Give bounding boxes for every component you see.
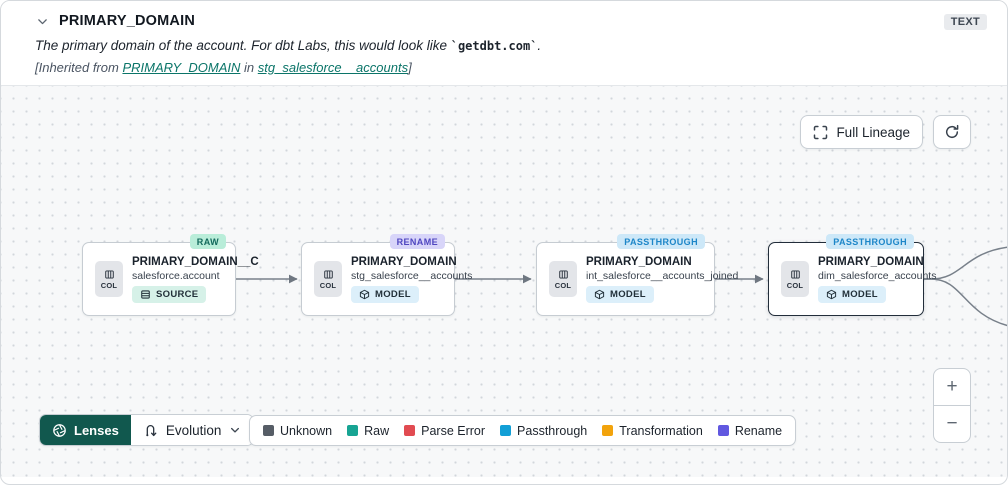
lineage-node-source[interactable]: RAW COL PRIMARY_DOMAIN__C salesforce.acc… bbox=[82, 234, 259, 316]
resource-tag: MODEL bbox=[586, 285, 654, 303]
legend-label: Raw bbox=[364, 423, 390, 438]
inherited-column-link[interactable]: PRIMARY_DOMAIN bbox=[122, 60, 241, 75]
legend-swatch bbox=[263, 425, 274, 436]
node-title: PRIMARY_DOMAIN__C bbox=[132, 255, 259, 268]
zoom-out-button[interactable]: − bbox=[933, 405, 971, 443]
refresh-button[interactable] bbox=[933, 115, 971, 149]
lens-dropdown[interactable]: Evolution bbox=[130, 415, 254, 445]
lenses-icon bbox=[53, 423, 66, 437]
resource-tag-label: MODEL bbox=[610, 288, 646, 300]
column-chip: COL bbox=[314, 261, 342, 297]
zoom-controls: + − bbox=[933, 368, 971, 443]
legend-label: Rename bbox=[734, 423, 783, 438]
status-badge: PASSTHROUGH bbox=[617, 234, 705, 249]
legend-label: Transformation bbox=[619, 423, 703, 438]
inherited-prefix: [Inherited from bbox=[35, 60, 123, 75]
legend-swatch bbox=[404, 425, 416, 436]
inherited-model-link[interactable]: stg_salesforce__accounts bbox=[257, 60, 409, 75]
legend-item: Raw bbox=[347, 424, 389, 438]
legend-swatch bbox=[347, 425, 359, 436]
resource-tag: SOURCE bbox=[132, 285, 207, 303]
lineage-node-intermediate[interactable]: PASSTHROUGH COL PRIMARY_DOMAIN int_sales… bbox=[536, 234, 739, 316]
node-subtitle: salesforce.account bbox=[132, 269, 220, 282]
columns-icon bbox=[790, 269, 800, 279]
model-icon bbox=[594, 289, 605, 299]
legend-label: Parse Error bbox=[421, 423, 486, 438]
resource-tag-label: MODEL bbox=[375, 288, 411, 300]
node-subtitle: stg_salesforce__accounts bbox=[351, 269, 473, 282]
legend-item: Unknown bbox=[263, 424, 332, 438]
resource-tag-label: SOURCE bbox=[156, 288, 199, 300]
col-label: COL bbox=[100, 280, 118, 290]
column-header: PRIMARY_DOMAIN TEXT The primary domain o… bbox=[1, 1, 1007, 85]
lens-selected-value: Evolution bbox=[165, 422, 222, 438]
legend-item: Parse Error bbox=[404, 424, 485, 438]
description-code: `getdbt.com` bbox=[450, 39, 538, 53]
columns-icon bbox=[558, 269, 568, 279]
columns-icon bbox=[104, 269, 114, 279]
node-title: PRIMARY_DOMAIN bbox=[586, 255, 692, 268]
status-badge: PASSTHROUGH bbox=[826, 234, 914, 249]
column-description: The primary domain of the account. For d… bbox=[35, 38, 987, 53]
chevron-down-icon bbox=[231, 427, 240, 433]
legend-item: Passthrough bbox=[500, 424, 587, 438]
node-title: PRIMARY_DOMAIN bbox=[351, 255, 457, 268]
column-chip: COL bbox=[549, 261, 577, 297]
column-chip: COL bbox=[95, 261, 123, 297]
legend-item: Rename bbox=[717, 423, 783, 438]
full-lineage-label: Full Lineage bbox=[836, 124, 910, 140]
description-suffix: . bbox=[537, 38, 542, 53]
col-label: COL bbox=[319, 280, 337, 290]
full-lineage-button[interactable]: Full Lineage bbox=[800, 115, 923, 149]
legend-label: Unknown bbox=[280, 423, 333, 438]
column-type-badge: TEXT bbox=[943, 14, 987, 30]
inherited-suffix: ] bbox=[408, 60, 412, 75]
lineage-node-staging[interactable]: RENAME COL PRIMARY_DOMAIN stg_salesforce… bbox=[301, 234, 473, 316]
resource-tag-label: MODEL bbox=[842, 288, 878, 300]
columns-icon bbox=[323, 269, 333, 279]
legend-label: Passthrough bbox=[517, 423, 588, 438]
inherited-middle: in bbox=[240, 60, 258, 75]
legend-swatch bbox=[717, 425, 729, 436]
status-badge: RENAME bbox=[389, 234, 445, 249]
inherited-note: [Inherited from PRIMARY_DOMAIN in stg_sa… bbox=[35, 60, 987, 75]
node-subtitle: dim_salesforce_accounts bbox=[818, 269, 937, 282]
lenses-label: Lenses bbox=[74, 422, 119, 438]
lineage-node-dim-selected[interactable]: PASSTHROUGH COL PRIMARY_DOMAIN dim_sales… bbox=[768, 234, 937, 316]
resource-tag: MODEL bbox=[351, 285, 419, 303]
page-title: PRIMARY_DOMAIN bbox=[59, 13, 195, 29]
legend-swatch bbox=[500, 425, 512, 436]
model-icon bbox=[826, 289, 837, 299]
chevron-down-icon[interactable] bbox=[35, 14, 49, 28]
model-icon bbox=[359, 289, 370, 299]
col-label: COL bbox=[786, 280, 804, 290]
description-text: The primary domain of the account. For d… bbox=[35, 38, 451, 53]
node-title: PRIMARY_DOMAIN bbox=[818, 255, 924, 268]
evolution-icon bbox=[146, 424, 157, 436]
status-badge: RAW bbox=[189, 234, 226, 249]
refresh-icon bbox=[944, 124, 960, 140]
legend-swatch bbox=[602, 425, 614, 436]
node-subtitle: int_salesforce__accounts_joined bbox=[586, 269, 739, 282]
lenses-bar: Lenses Evolution bbox=[39, 414, 255, 446]
col-label: COL bbox=[554, 280, 572, 290]
zoom-in-button[interactable]: + bbox=[933, 368, 971, 406]
source-icon bbox=[141, 289, 150, 299]
lineage-canvas[interactable]: Full Lineage RAW COL PRIMARY_DOMAIN__C s… bbox=[1, 85, 1007, 477]
lenses-button[interactable]: Lenses bbox=[40, 415, 131, 445]
resource-tag: MODEL bbox=[818, 285, 886, 303]
legend-item: Transformation bbox=[602, 424, 703, 438]
lens-legend: Unknown Raw Parse Error Passthrough Tran… bbox=[249, 415, 797, 446]
expand-icon bbox=[813, 125, 828, 140]
column-chip: COL bbox=[781, 261, 809, 297]
